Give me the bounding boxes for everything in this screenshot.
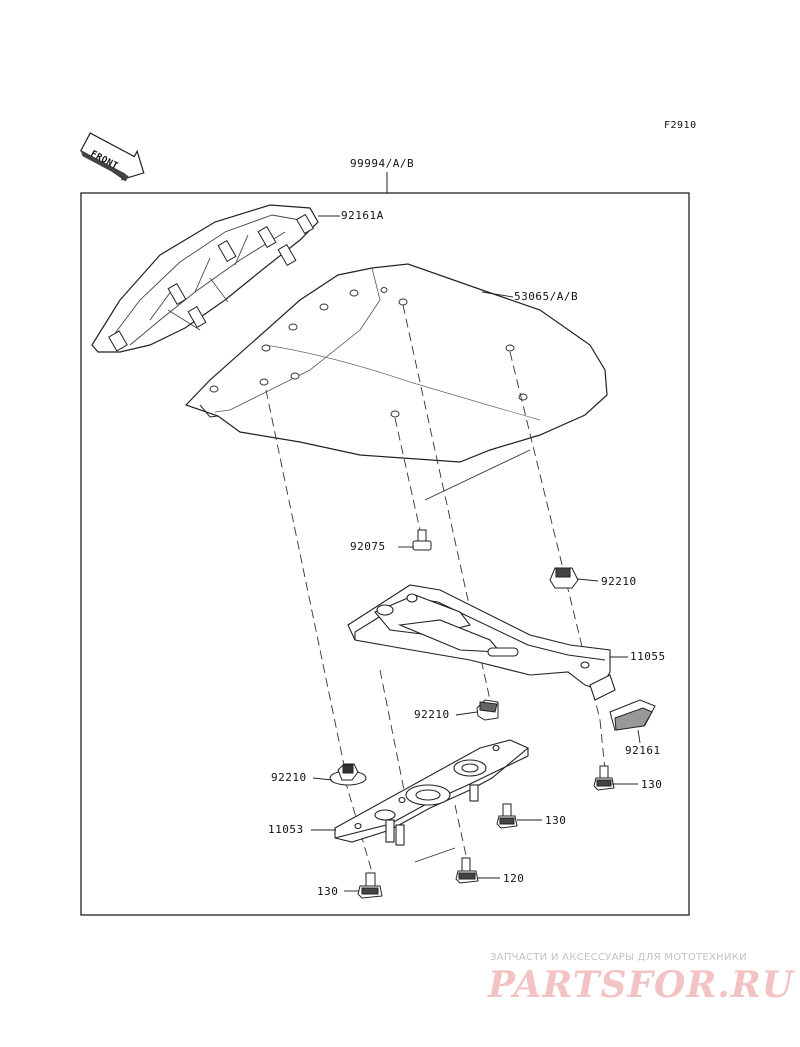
part-label-53065: 53065/A/B: [514, 290, 579, 303]
assembly-label: 99994/A/B: [350, 157, 415, 170]
bolt-120: [455, 857, 479, 884]
bolt-92075: [412, 529, 432, 551]
part-label-92210-left: 92210: [271, 771, 307, 784]
seat-cover-part: [184, 263, 608, 463]
bolt-130-right: [593, 765, 615, 791]
leader-lines: [311, 215, 641, 892]
nut-92210-left: [329, 763, 367, 786]
front-arrow-icon: [80, 132, 145, 182]
part-label-92075: 92075: [350, 540, 386, 553]
bracket-11053: [334, 739, 530, 846]
part-label-130-right: 130: [641, 778, 663, 791]
part-label-92210-middle: 92210: [414, 708, 450, 721]
diagram-frame: [80, 192, 690, 916]
bolt-130-left: [357, 872, 383, 899]
part-label-92161: 92161: [625, 744, 661, 757]
part-label-130-left: 130: [317, 885, 339, 898]
seat-frame-part: [91, 204, 319, 353]
figure-code: F2910: [664, 120, 697, 131]
part-label-11053: 11053: [268, 823, 304, 836]
pad-92161: [609, 699, 656, 731]
watermark-logo: PARTSFOR.RU: [488, 964, 795, 1006]
part-label-130-middle: 130: [545, 814, 567, 827]
part-label-11055: 11055: [630, 650, 666, 663]
bolt-130-middle: [496, 803, 518, 829]
part-label-92161A: 92161A: [341, 209, 384, 222]
nut-92210-upper: [549, 567, 579, 589]
nut-92210-middle: [476, 699, 499, 721]
bracket-11055: [347, 584, 616, 701]
part-label-92210-upper: 92210: [601, 575, 637, 588]
watermark-text: ЗАПЧАСТИ И АКСЕССУАРЫ ДЛЯ МОТОТЕХНИКИ: [490, 952, 747, 963]
part-label-120: 120: [503, 872, 525, 885]
